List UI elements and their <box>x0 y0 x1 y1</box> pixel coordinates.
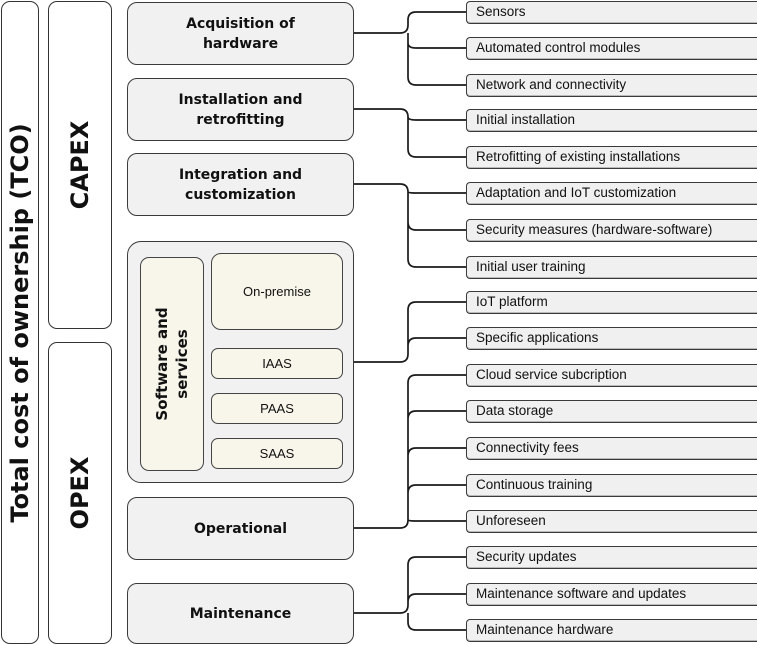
iaas-label: IAAS <box>262 356 292 371</box>
cost-item-label: Security measures (hardware-software) <box>476 222 713 237</box>
cost-item: Sensors <box>466 1 757 24</box>
component-operational: Operational <box>127 497 354 560</box>
on-premise-label: On-premise <box>243 284 311 299</box>
cost-item: Cloud service subcription <box>466 364 757 387</box>
connector-acquisition <box>354 11 466 86</box>
component-installation: Installation and retrofitting <box>127 78 354 141</box>
on-premise-box: On-premise <box>211 253 343 330</box>
connector-installation <box>354 108 466 158</box>
cost-item: Adaptation and IoT customization <box>466 182 757 205</box>
software-services-group: Software and services On-premise IAAS PA… <box>127 241 354 483</box>
cost-item-label: Cloud service subcription <box>476 367 627 382</box>
iaas-box: IAAS <box>211 348 343 379</box>
connector-maintenance <box>354 556 466 631</box>
cost-item: Network and connectivity <box>466 74 757 97</box>
cost-item: Automated control modules <box>466 37 757 60</box>
cost-item-label: Continuous training <box>476 477 593 492</box>
cost-item-label: Maintenance hardware <box>476 622 614 637</box>
cost-item: IoT platform <box>466 291 757 314</box>
cost-item-label: Sensors <box>476 4 526 19</box>
component-acquisition: Acquisition of hardware <box>127 2 354 65</box>
cost-item: Initial user training <box>466 256 757 279</box>
cost-item: Data storage <box>466 400 757 423</box>
cost-item: Unforeseen <box>466 510 757 533</box>
cost-item-label: Network and connectivity <box>476 77 627 92</box>
component-installation-label: Installation and retrofitting <box>178 91 303 128</box>
cost-item-label: Initial user training <box>476 259 586 274</box>
component-acquisition-label: Acquisition of hardware <box>186 15 295 52</box>
opex-panel: OPEX <box>48 342 112 644</box>
cost-item-label: Security updates <box>476 549 577 564</box>
cost-item-label: Data storage <box>476 403 554 418</box>
cost-item-label: Initial installation <box>476 112 576 127</box>
connector-operational <box>354 374 466 529</box>
cost-item-label: Maintenance software and updates <box>476 586 687 601</box>
cost-item-label: Adaptation and IoT customization <box>476 185 677 200</box>
connector-software <box>354 301 466 363</box>
cost-item: Retrofitting of existing installations <box>466 146 757 169</box>
paas-box: PAAS <box>211 393 343 424</box>
cost-item-label: Automated control modules <box>476 40 641 55</box>
connector-integration <box>354 183 466 268</box>
capex-panel: CAPEX <box>48 1 112 329</box>
cost-item: Security measures (hardware-software) <box>466 219 757 242</box>
cost-item: Specific applications <box>466 327 757 350</box>
saas-label: SAAS <box>259 446 295 461</box>
cost-item: Maintenance hardware <box>466 619 757 642</box>
tco-panel: Total cost of ownership (TCO) <box>1 1 39 644</box>
component-maintenance-label: Maintenance <box>189 605 292 622</box>
cost-item-label: Unforeseen <box>476 513 546 528</box>
paas-label: PAAS <box>260 401 294 416</box>
component-integration-label: Integration and customization <box>178 166 303 203</box>
cost-item-label: Connectivity fees <box>476 440 579 455</box>
cost-item: Continuous training <box>466 474 757 497</box>
cost-item: Initial installation <box>466 109 757 132</box>
cost-item-label: IoT platform <box>476 294 548 309</box>
cost-item: Connectivity fees <box>466 437 757 460</box>
cost-item: Maintenance software and updates <box>466 583 757 606</box>
component-operational-label: Operational <box>193 520 288 537</box>
software-services-panel: Software and services <box>140 257 204 471</box>
cost-item: Security updates <box>466 546 757 569</box>
saas-box: SAAS <box>211 438 343 469</box>
cost-item-label: Specific applications <box>476 330 599 345</box>
component-integration: Integration and customization <box>127 153 354 216</box>
cost-item-label: Retrofitting of existing installations <box>476 149 681 164</box>
component-maintenance: Maintenance <box>127 583 354 644</box>
